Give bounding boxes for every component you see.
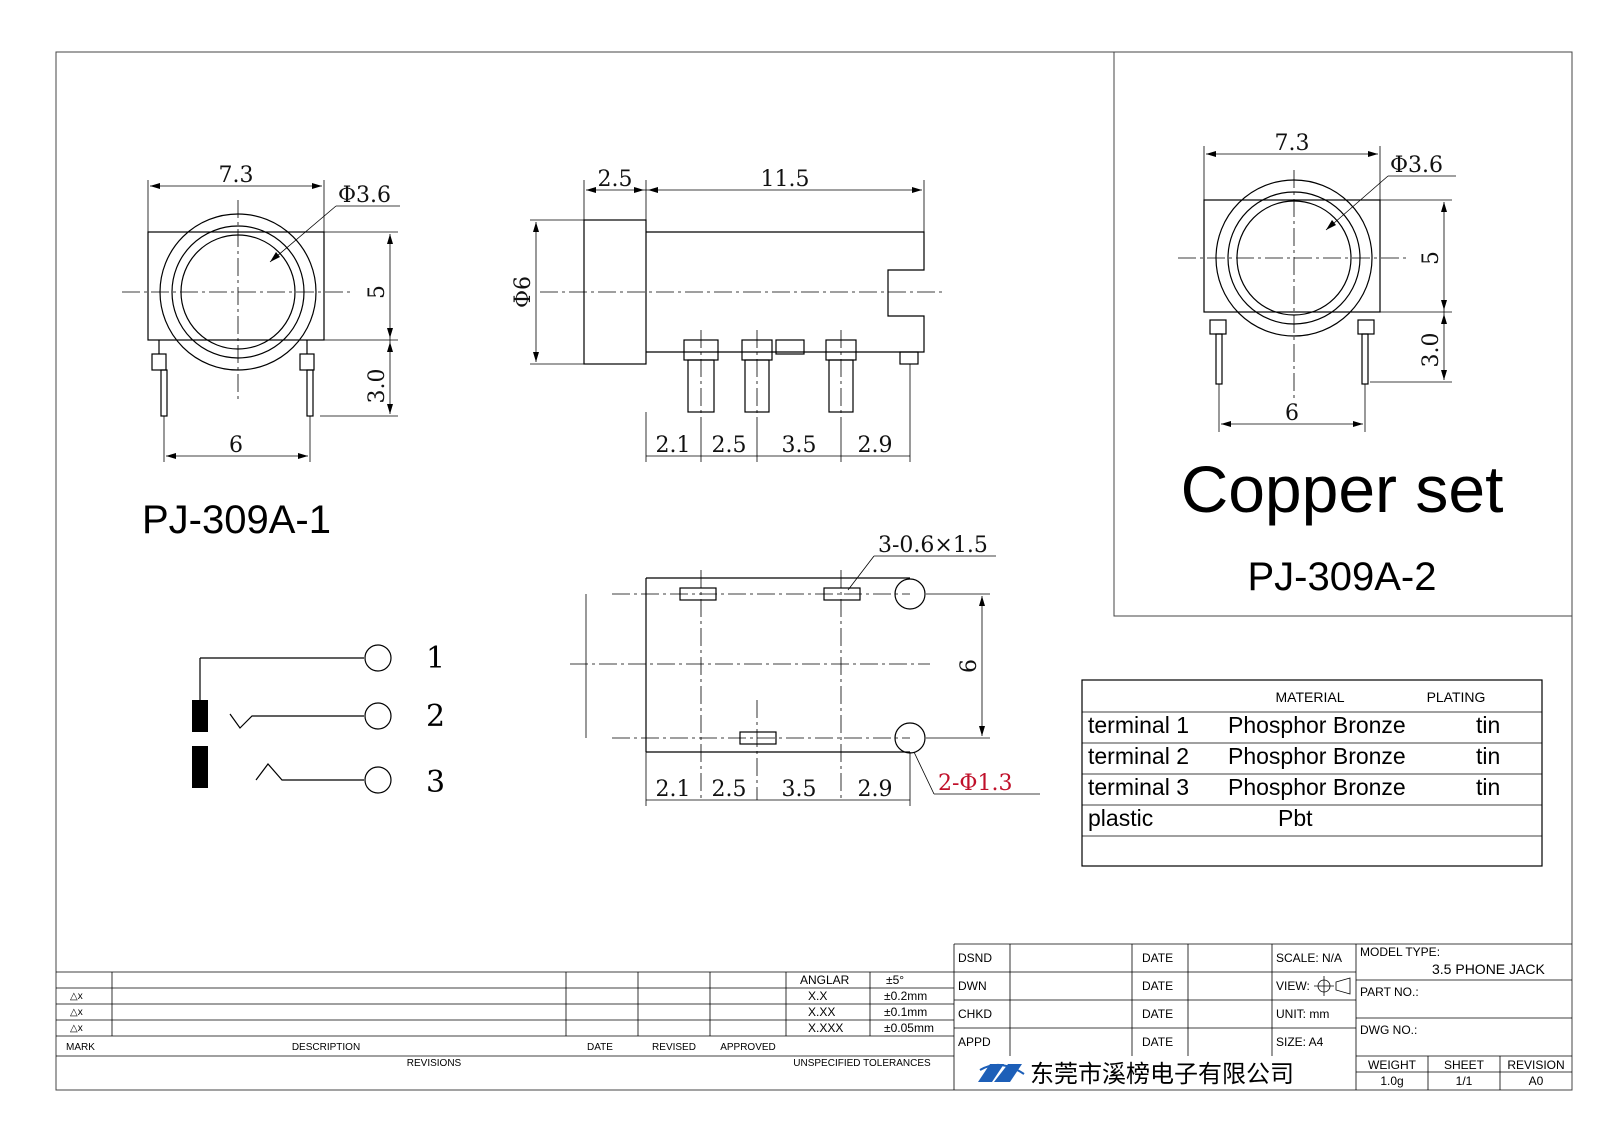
bottom-view: 3-0.6×1.5 6 2-Φ1.3 2.1 2.5 3.5 2.9 xyxy=(570,533,1040,806)
revision-label: REVISION xyxy=(1507,1058,1564,1072)
tolerance-label-x-xxx: X.XXX xyxy=(808,1021,843,1035)
revisions-header-revised: REVISED xyxy=(652,1042,696,1053)
copper-set-title: Copper set xyxy=(1181,452,1504,526)
title-block: △x △x △x MARK DESCRIPTION DATE REVISED A… xyxy=(56,943,1572,1090)
bottom-height-dim: 6 xyxy=(957,659,982,673)
tolerance-label-x-xx: X.XX xyxy=(808,1005,835,1019)
side-pitch-dim-4: 2.9 xyxy=(858,433,893,458)
model-label-pj309a2: PJ-309A-2 xyxy=(1248,555,1437,599)
side-flange-dim: 2.5 xyxy=(598,167,633,192)
company-name: 东莞市溪榜电子有限公司 xyxy=(1030,1060,1294,1088)
sheet-label: SHEET xyxy=(1444,1058,1485,1072)
side-body-dim: 11.5 xyxy=(761,167,810,192)
material-row-4-material: Pbt xyxy=(1278,805,1313,831)
revision-mark-3: △x xyxy=(70,1023,83,1034)
projection-symbol-icon xyxy=(1314,976,1351,996)
pin-schematic: 1 2 3 xyxy=(192,641,445,800)
copper-set-frame xyxy=(1113,52,1572,617)
tolerance-value-x-xxx: ±0.05mm xyxy=(884,1021,934,1035)
material-row-2-plating: tin xyxy=(1476,743,1500,769)
material-row-3-material: Phosphor Bronze xyxy=(1228,774,1406,800)
front-width-dim: 7.3 xyxy=(219,163,254,188)
material-row-1-part: terminal 1 xyxy=(1088,712,1189,738)
copper-set-view: 7.3 Φ3.6 5 3.0 6 xyxy=(1178,131,1456,432)
part-no-label: PART NO.: xyxy=(1360,985,1419,999)
company-logo-icon xyxy=(978,1063,1025,1082)
material-row-2-material: Phosphor Bronze xyxy=(1228,743,1406,769)
revisions-header-approved: APPROVED xyxy=(720,1042,776,1053)
signoff-dwn: DWN xyxy=(958,979,987,993)
side-pitch-dim-2: 2.5 xyxy=(712,433,747,458)
sheet-border xyxy=(55,51,1573,1091)
pin-label-2: 2 xyxy=(426,699,445,734)
date-label-4: DATE xyxy=(1142,1035,1173,1049)
material-table: MATERIAL PLATING terminal 1 Phosphor Bro… xyxy=(1081,679,1543,867)
bottom-pitch-dim-4: 2.9 xyxy=(858,777,893,802)
copper-width-dim: 7.3 xyxy=(1275,131,1310,156)
front-height-dim: 5 xyxy=(365,285,390,299)
date-label-2: DATE xyxy=(1142,979,1173,993)
material-header: MATERIAL xyxy=(1276,689,1345,705)
signoff-appd: APPD xyxy=(958,1035,991,1049)
side-diameter-dim: Φ6 xyxy=(511,276,536,308)
size-label: SIZE: A4 xyxy=(1276,1035,1324,1049)
hole-callout: 2-Φ1.3 xyxy=(938,771,1012,796)
slot-callout: 3-0.6×1.5 xyxy=(878,533,988,558)
pin-label-1: 1 xyxy=(426,641,445,676)
revision-mark-1: △x xyxy=(70,991,83,1002)
front-view: 7.3 Φ3.6 5 3.0 6 xyxy=(122,163,400,462)
tolerance-value-x-x: ±0.2mm xyxy=(884,989,927,1003)
signoff-dsnd: DSND xyxy=(958,951,992,965)
signoff-chkd: CHKD xyxy=(958,1007,992,1021)
weight-label: WEIGHT xyxy=(1368,1058,1417,1072)
weight-value: 1.0g xyxy=(1380,1074,1403,1088)
date-label-3: DATE xyxy=(1142,1007,1173,1021)
tolerance-label-angular: ANGLAR xyxy=(800,973,850,987)
material-row-1-plating: tin xyxy=(1476,712,1500,738)
copper-pin-length-dim: 3.0 xyxy=(1419,333,1444,368)
revisions-footer: REVISIONS xyxy=(407,1058,462,1069)
revisions-header-mark: MARK xyxy=(66,1042,95,1053)
dwg-no-label: DWG NO.: xyxy=(1360,1023,1417,1037)
material-row-4-part: plastic xyxy=(1088,805,1153,831)
material-row-2-part: terminal 2 xyxy=(1088,743,1189,769)
revisions-header-date: DATE xyxy=(587,1042,613,1053)
front-bore-dim: Φ3.6 xyxy=(338,183,391,208)
copper-pin-span-dim: 6 xyxy=(1285,401,1299,426)
material-row-3-plating: tin xyxy=(1476,774,1500,800)
model-type-label: MODEL TYPE: xyxy=(1360,945,1440,959)
scale-label: SCALE: N/A xyxy=(1276,951,1342,965)
revisions-header-description: DESCRIPTION xyxy=(292,1042,360,1053)
revision-value: A0 xyxy=(1529,1074,1544,1088)
revision-mark-2: △x xyxy=(70,1007,83,1018)
tolerance-value-angular: ±5° xyxy=(886,973,904,987)
unit-label: UNIT: mm xyxy=(1276,1007,1329,1021)
front-pin-length-dim: 3.0 xyxy=(365,369,390,404)
material-row-3-part: terminal 3 xyxy=(1088,774,1189,800)
date-label-1: DATE xyxy=(1142,951,1173,965)
tolerance-label-x-x: X.X xyxy=(808,989,827,1003)
model-label-pj309a1: PJ-309A-1 xyxy=(142,498,331,542)
material-row-1-material: Phosphor Bronze xyxy=(1228,712,1406,738)
side-pitch-dim-1: 2.1 xyxy=(656,433,691,458)
side-pitch-dim-3: 3.5 xyxy=(782,433,817,458)
tolerance-value-x-xx: ±0.1mm xyxy=(884,1005,927,1019)
view-label: VIEW: xyxy=(1276,979,1310,993)
bottom-pitch-dim-2: 2.5 xyxy=(712,777,747,802)
pin-label-3: 3 xyxy=(426,765,445,800)
front-pin-span-dim: 6 xyxy=(229,433,243,458)
model-type-value: 3.5 PHONE JACK xyxy=(1432,961,1545,977)
bottom-pitch-dim-1: 2.1 xyxy=(656,777,691,802)
copper-bore-dim: Φ3.6 xyxy=(1390,153,1443,178)
copper-height-dim: 5 xyxy=(1419,251,1444,265)
bottom-pitch-dim-3: 3.5 xyxy=(782,777,817,802)
sheet-value: 1/1 xyxy=(1456,1074,1473,1088)
tolerances-footer: UNSPECIFIED TOLERANCES xyxy=(793,1058,931,1069)
plating-header: PLATING xyxy=(1427,689,1486,705)
side-view: 2.5 11.5 Φ6 2.1 2.5 3.5 2.9 xyxy=(511,167,944,462)
